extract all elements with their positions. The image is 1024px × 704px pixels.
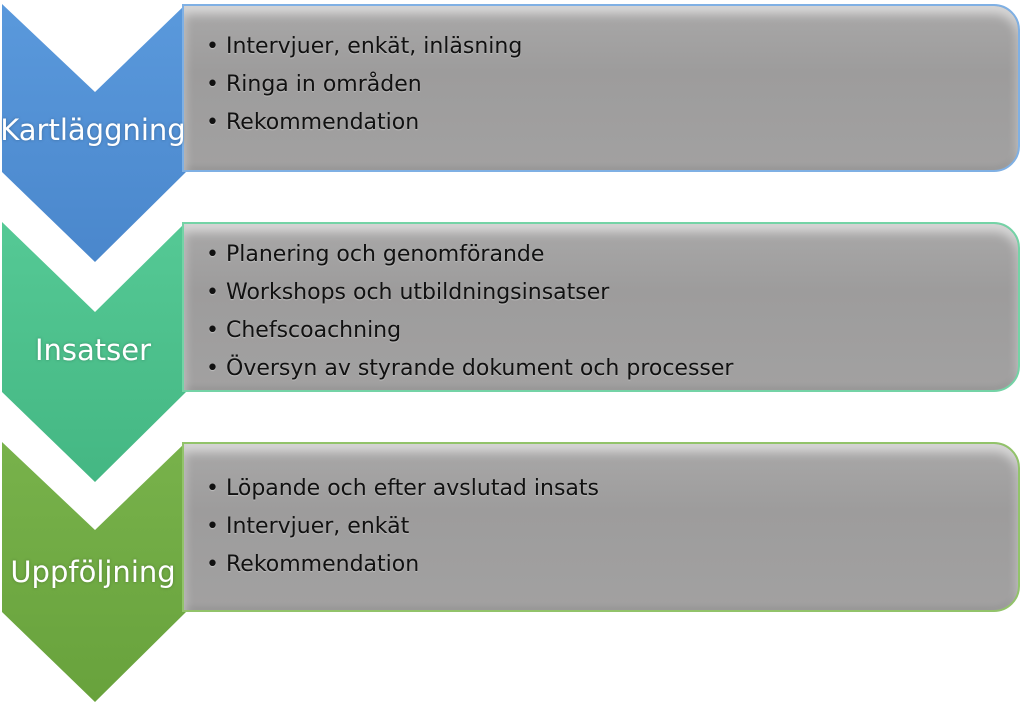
- chevron-insatser: [2, 222, 186, 482]
- chevron-kartlaggning: [2, 4, 186, 262]
- list-item: •Intervjuer, enkät: [206, 514, 410, 539]
- list-item: •Rekommendation: [206, 552, 420, 577]
- item-list: •Löpande och efter avslutad insats •Inte…: [184, 444, 1018, 584]
- panel-uppfoljning: •Löpande och efter avslutad insats •Inte…: [182, 442, 1020, 612]
- list-item: •Chefscoachning: [206, 318, 402, 343]
- step-label-kartlaggning: Kartläggning: [0, 113, 186, 147]
- item-list: •Planering och genomförande •Workshops o…: [184, 224, 1018, 388]
- list-item: •Löpande och efter avslutad insats: [206, 476, 599, 501]
- list-item: •Intervjuer, enkät, inläsning: [206, 34, 523, 59]
- list-item: •Rekommendation: [206, 110, 420, 135]
- item-list: •Intervjuer, enkät, inläsning •Ringa in …: [184, 6, 1018, 142]
- list-item: •Workshops och utbildningsinsatser: [206, 280, 610, 305]
- list-item: •Ringa in områden: [206, 72, 422, 97]
- chevron-uppfoljning: [2, 442, 186, 702]
- list-item: •Planering och genomförande: [206, 242, 545, 267]
- step-label-uppfoljning: Uppföljning: [10, 555, 176, 589]
- chevron-stack: [2, 4, 186, 702]
- panel-insatser: •Planering och genomförande •Workshops o…: [182, 222, 1020, 392]
- list-item: •Översyn av styrande dokument och proces…: [206, 356, 734, 381]
- panel-kartlaggning: •Intervjuer, enkät, inläsning •Ringa in …: [182, 4, 1020, 172]
- step-label-insatser: Insatser: [34, 333, 152, 367]
